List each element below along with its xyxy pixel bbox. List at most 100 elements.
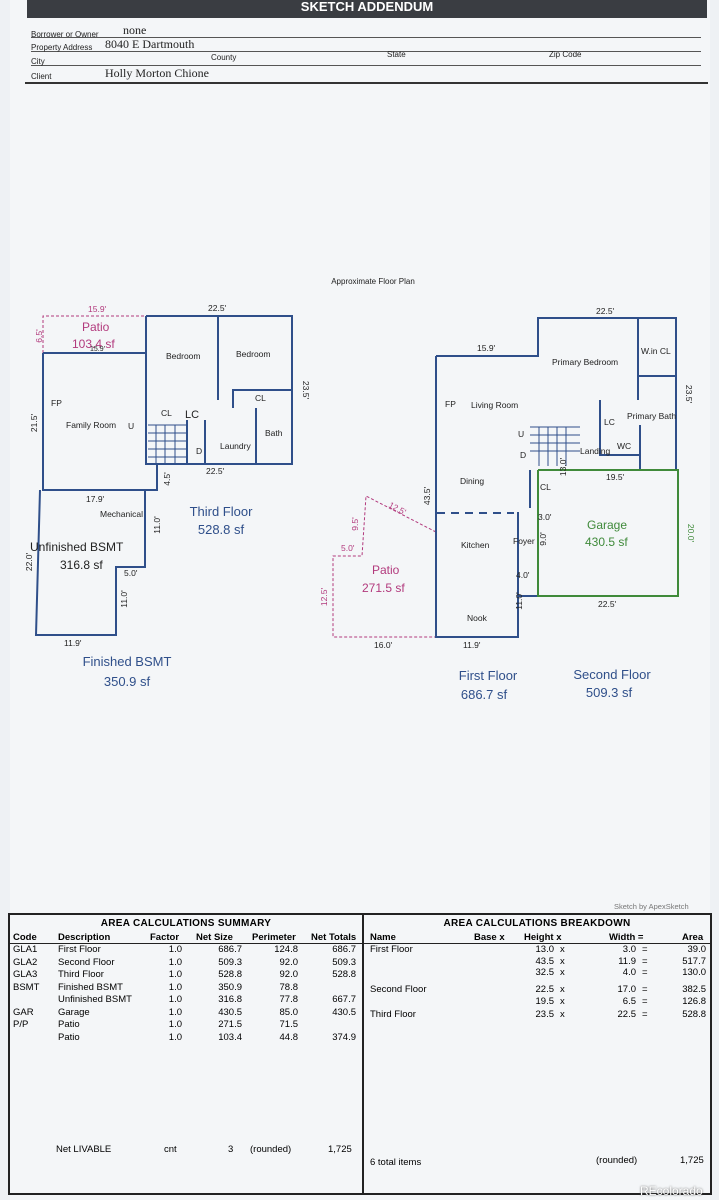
summary-cell: 78.8 [279, 981, 299, 993]
left-patio-area: 103.4 sf [72, 337, 115, 351]
summary-cell: First Floor [58, 944, 101, 955]
summary-cell: Third Floor [58, 969, 104, 980]
owner-label: Borrower or Owner [31, 30, 99, 39]
address-row: Property Address 8040 E Dartmouth [31, 37, 701, 52]
cnt-value: 3 [228, 1144, 234, 1155]
breakdown-cell: = [642, 1009, 648, 1020]
right-dimensions: 22.5' 15.9' 23.5' 13.0' 19.5' 43.5' 12.5… [319, 306, 696, 650]
left-patio-outline [42, 315, 146, 353]
dim: 4.5' [162, 472, 172, 486]
breakdown-cell: 22.5 [535, 984, 555, 995]
breakdown-cell: = [642, 944, 648, 955]
cnt-label: cnt [164, 1144, 177, 1155]
dim: 43.5' [422, 487, 432, 506]
breakdown-cell: First Floor [370, 944, 413, 955]
summary-cell: 271.5 [218, 1019, 242, 1030]
right-patio-area: 271.5 sf [362, 581, 405, 595]
summary-cell: 71.5 [279, 1019, 299, 1030]
dim: 4.0' [516, 570, 530, 580]
second-floor-area: 509.3 sf [586, 685, 633, 700]
summary-cell: Second Floor [58, 956, 115, 968]
address-label: Property Address [31, 43, 93, 52]
col-base: Base x [474, 932, 505, 943]
breakdown-cell: Second Floor [370, 984, 427, 995]
col-perimeter: Perimeter [252, 932, 296, 943]
garage-area: 430.5 sf [585, 535, 628, 549]
breakdown-cell: x [560, 984, 565, 995]
breakdown-cell: x [560, 1009, 565, 1020]
summary-cell: 1.0 [168, 944, 182, 955]
summary-cell: 430.5 [218, 1006, 242, 1018]
nook-label: Nook [467, 613, 488, 623]
address-value: 8040 E Dartmouth [105, 37, 195, 51]
summary-cell: 528.8 [218, 969, 242, 980]
fireplace-label: FP [51, 398, 62, 408]
owner-value: none [123, 23, 147, 37]
area-calculations: AREA CALCULATIONS SUMMARY Code Descripti… [8, 913, 712, 1195]
summary-cell: 528.8 [332, 969, 356, 980]
plan-heading: Approximate Floor Plan [331, 277, 415, 286]
summary-cell: 92.0 [279, 956, 299, 968]
breakdown-cell: 22.5 [617, 1009, 637, 1020]
summary-cell: GAR [13, 1006, 34, 1018]
summary-header: Code Description Factor Net Size Perimet… [10, 931, 362, 944]
breakdown-cell: 11.9 [618, 955, 636, 967]
breakdown-cell: 32.5 [535, 967, 555, 978]
right-patio-label: Patio [372, 563, 400, 577]
breakdown-cell: 517.7 [682, 955, 706, 967]
kitchen-label: Kitchen [461, 540, 490, 550]
col-net-totals: Net Totals [311, 932, 357, 943]
area-summary-panel: AREA CALCULATIONS SUMMARY Code Descripti… [10, 915, 364, 1193]
summary-cell: Finished BSMT [58, 981, 123, 993]
third-floor-label: Third Floor [190, 504, 254, 519]
breakdown-cell: = [642, 967, 648, 978]
summary-cell: 92.0 [279, 969, 299, 980]
left-dimensions: 15.9' 6.5' 22.5' 23.5' 21.5' 22.5' 4.5' … [24, 303, 311, 648]
finished-bsmt-label: Finished BSMT [83, 654, 172, 669]
summary-cell: 509.3 [332, 956, 356, 968]
dim: 3.0' [538, 512, 552, 522]
summary-cell: 1.0 [168, 1006, 182, 1018]
dim: 9.5' [350, 517, 360, 531]
stair-down-label: D [196, 446, 202, 456]
county-label: County [211, 53, 237, 62]
net-livable-total: 1,725 [328, 1144, 352, 1155]
client-value: Holly Morton Chione [105, 66, 209, 80]
city-row: City County State Zip Code [31, 50, 701, 66]
dim: 11.9' [463, 640, 481, 650]
owner-row: Borrower or Owner none [31, 20, 701, 39]
dim: 19.5' [606, 472, 625, 482]
total-items: 6 total items [370, 1157, 422, 1168]
summary-cell: 430.5 [332, 1006, 356, 1018]
breakdown-cell: 23.5 [535, 1009, 555, 1020]
left-plan-walls [34, 315, 293, 636]
stair-down-label-right: D [520, 450, 526, 460]
breakdown-cell: 39.0 [687, 944, 707, 955]
breakdown-cell: 3.0 [622, 944, 636, 955]
laundry-label: Laundry [220, 441, 251, 451]
dim: 13.0' [558, 458, 568, 477]
client-row: Client Holly Morton Chione [31, 65, 701, 81]
breakdown-cell: = [642, 984, 648, 995]
summary-cell: 1.0 [168, 969, 182, 980]
left-floor-labels: Third Floor 528.8 sf Finished BSMT 350.9… [83, 504, 254, 689]
floor-plan-sketch: Approximate Floor Plan Patio 103.4 sf Be… [24, 277, 696, 702]
col-code: Code [13, 932, 37, 943]
dim: 15.9' [90, 346, 105, 353]
dim: 23.5' [301, 381, 311, 400]
breakdown-cell: Third Floor [370, 1009, 416, 1020]
dim: 6.5' [34, 329, 44, 343]
right-room-labels: Primary Bedroom W.in CL FP Living Room P… [362, 346, 676, 623]
primary-bath-label: Primary Bath [627, 411, 676, 421]
summary-title: AREA CALCULATIONS SUMMARY [100, 918, 272, 929]
breakdown-cell: 43.5 [535, 955, 555, 967]
dim: 22.0' [24, 553, 34, 572]
breakdown-cell: 19.5 [535, 995, 555, 1007]
summary-cell: Patio [58, 1019, 80, 1030]
breakdown-cell: 6.5 [622, 995, 636, 1007]
summary-cell: 124.8 [274, 944, 298, 955]
zip-label: Zip Code [549, 50, 582, 59]
dim: 17.9' [86, 494, 105, 504]
finished-bsmt-area: 350.9 sf [104, 674, 151, 689]
summary-cell: BSMT [13, 981, 40, 993]
